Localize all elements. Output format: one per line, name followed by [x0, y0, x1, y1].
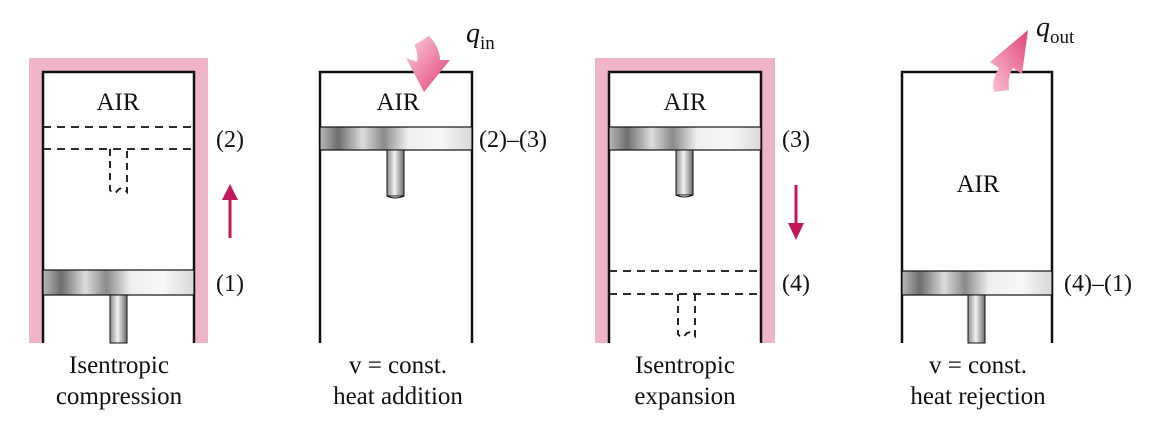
- down-arrow-icon: [788, 185, 804, 240]
- piston-rod: [675, 149, 694, 196]
- panel-expansion: AIR (3) (4): [595, 58, 810, 343]
- caption-line: v = const.: [348, 352, 448, 379]
- heat-in-label: qin: [466, 18, 495, 54]
- dashed-rod: [677, 294, 696, 339]
- caption-line: Isentropic: [69, 352, 169, 379]
- state-label-4-1: (4)–(1): [1064, 271, 1132, 297]
- caption-line: compression: [55, 383, 183, 410]
- gas-label: AIR: [956, 171, 999, 198]
- heat-out-arrow-icon: [990, 30, 1028, 92]
- heat-out-label: qout: [1036, 12, 1075, 48]
- cylinder-wall: [607, 70, 763, 343]
- panel-heat-rejection: AIR qout (4)–(1): [900, 12, 1132, 344]
- caption-line: v = const.: [928, 352, 1028, 379]
- dashed-rod: [109, 149, 128, 195]
- piston: [901, 270, 1053, 296]
- caption-line: heat addition: [333, 383, 463, 410]
- insulation-left: [595, 58, 609, 343]
- piston-rod: [386, 149, 405, 197]
- piston-rod: [967, 294, 986, 344]
- insulation-left: [29, 58, 43, 343]
- caption-line: Isentropic: [635, 352, 735, 379]
- state-label-4: (4): [782, 271, 810, 297]
- panel-compression: AIR (2) (1): [29, 58, 244, 344]
- up-arrow-icon: [222, 184, 238, 238]
- gas-label: AIR: [376, 89, 419, 116]
- state-label-3: (3): [782, 127, 810, 153]
- piston: [42, 269, 195, 296]
- state-label-2-3: (2)–(3): [479, 127, 547, 153]
- piston: [608, 126, 762, 151]
- insulation-right: [194, 58, 208, 343]
- heat-in-arrow-icon: [406, 36, 450, 92]
- caption-heat-addition: v = const. heat addition: [305, 350, 491, 412]
- state-label-2: (2): [216, 127, 244, 153]
- piston: [319, 126, 473, 151]
- state-label-1: (1): [216, 271, 244, 297]
- insulation-top: [29, 58, 208, 72]
- gas-label: AIR: [96, 89, 139, 116]
- caption-compression: Isentropic compression: [28, 350, 210, 412]
- insulation-right: [761, 58, 775, 343]
- caption-heat-rejection: v = const. heat rejection: [880, 350, 1076, 412]
- cylinder-wall: [318, 70, 474, 343]
- insulation-top: [595, 58, 775, 72]
- panel-heat-addition: AIR qin (2)–(3): [318, 18, 547, 343]
- caption-line: heat rejection: [910, 383, 1046, 410]
- cylinder-wall: [41, 70, 196, 343]
- caption-expansion: Isentropic expansion: [593, 350, 777, 412]
- piston-rod: [109, 294, 128, 344]
- cylinder-wall: [900, 70, 1054, 343]
- caption-line: expansion: [634, 383, 736, 410]
- gas-label: AIR: [663, 89, 706, 116]
